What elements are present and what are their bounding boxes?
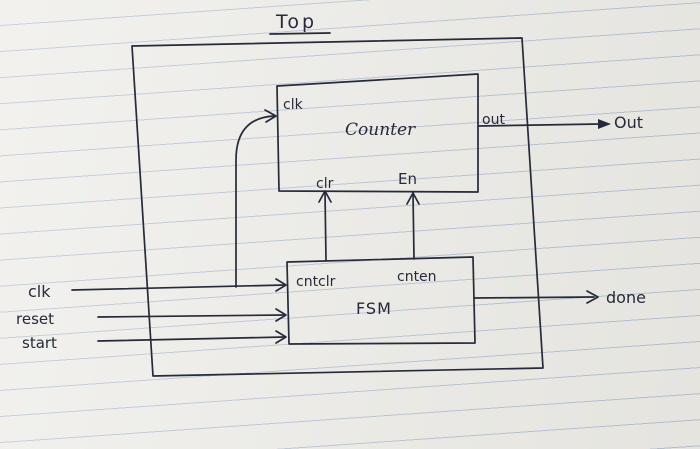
input-reset-label: reset xyxy=(16,310,54,328)
wire-cnten-to-en xyxy=(412,192,415,260)
wire-counter-out xyxy=(477,123,601,127)
fsm-label: FSM xyxy=(356,299,392,318)
wire-clk-to-counter xyxy=(235,115,275,288)
top-module-box xyxy=(131,37,544,377)
wire-cntclr-to-clr xyxy=(324,191,327,262)
output-done-label: done xyxy=(606,288,646,307)
output-out-label: Out xyxy=(614,113,643,132)
wire-clk-to-fsm xyxy=(71,284,286,291)
wire-reset xyxy=(97,314,286,318)
top-module-label: Top xyxy=(275,11,317,33)
input-clk-label: clk xyxy=(28,282,51,301)
top-module-title-rule xyxy=(269,32,331,35)
arrowhead-en xyxy=(406,192,420,205)
arrowhead-clk-fsm xyxy=(275,278,287,292)
arrowhead-start xyxy=(275,330,287,344)
counter-label: Counter xyxy=(345,120,416,140)
arrowhead-done xyxy=(586,290,599,304)
wire-done xyxy=(473,296,595,299)
arrowhead-clk-counter xyxy=(264,109,277,123)
counter-port-clr: clr xyxy=(316,176,334,192)
counter-port-out: out xyxy=(482,112,505,128)
counter-port-en: En xyxy=(398,170,417,188)
fsm-port-cnten: cnten xyxy=(397,269,437,285)
arrowhead-out xyxy=(598,119,611,129)
fsm-box xyxy=(286,256,476,345)
counter-box xyxy=(276,73,479,193)
input-start-label: start xyxy=(22,334,57,352)
fsm-port-cntclr: cntclr xyxy=(296,274,336,290)
arrowhead-clr xyxy=(318,190,332,203)
counter-port-clk: clk xyxy=(283,97,304,113)
wire-start xyxy=(97,336,286,342)
arrowhead-reset xyxy=(275,308,287,322)
